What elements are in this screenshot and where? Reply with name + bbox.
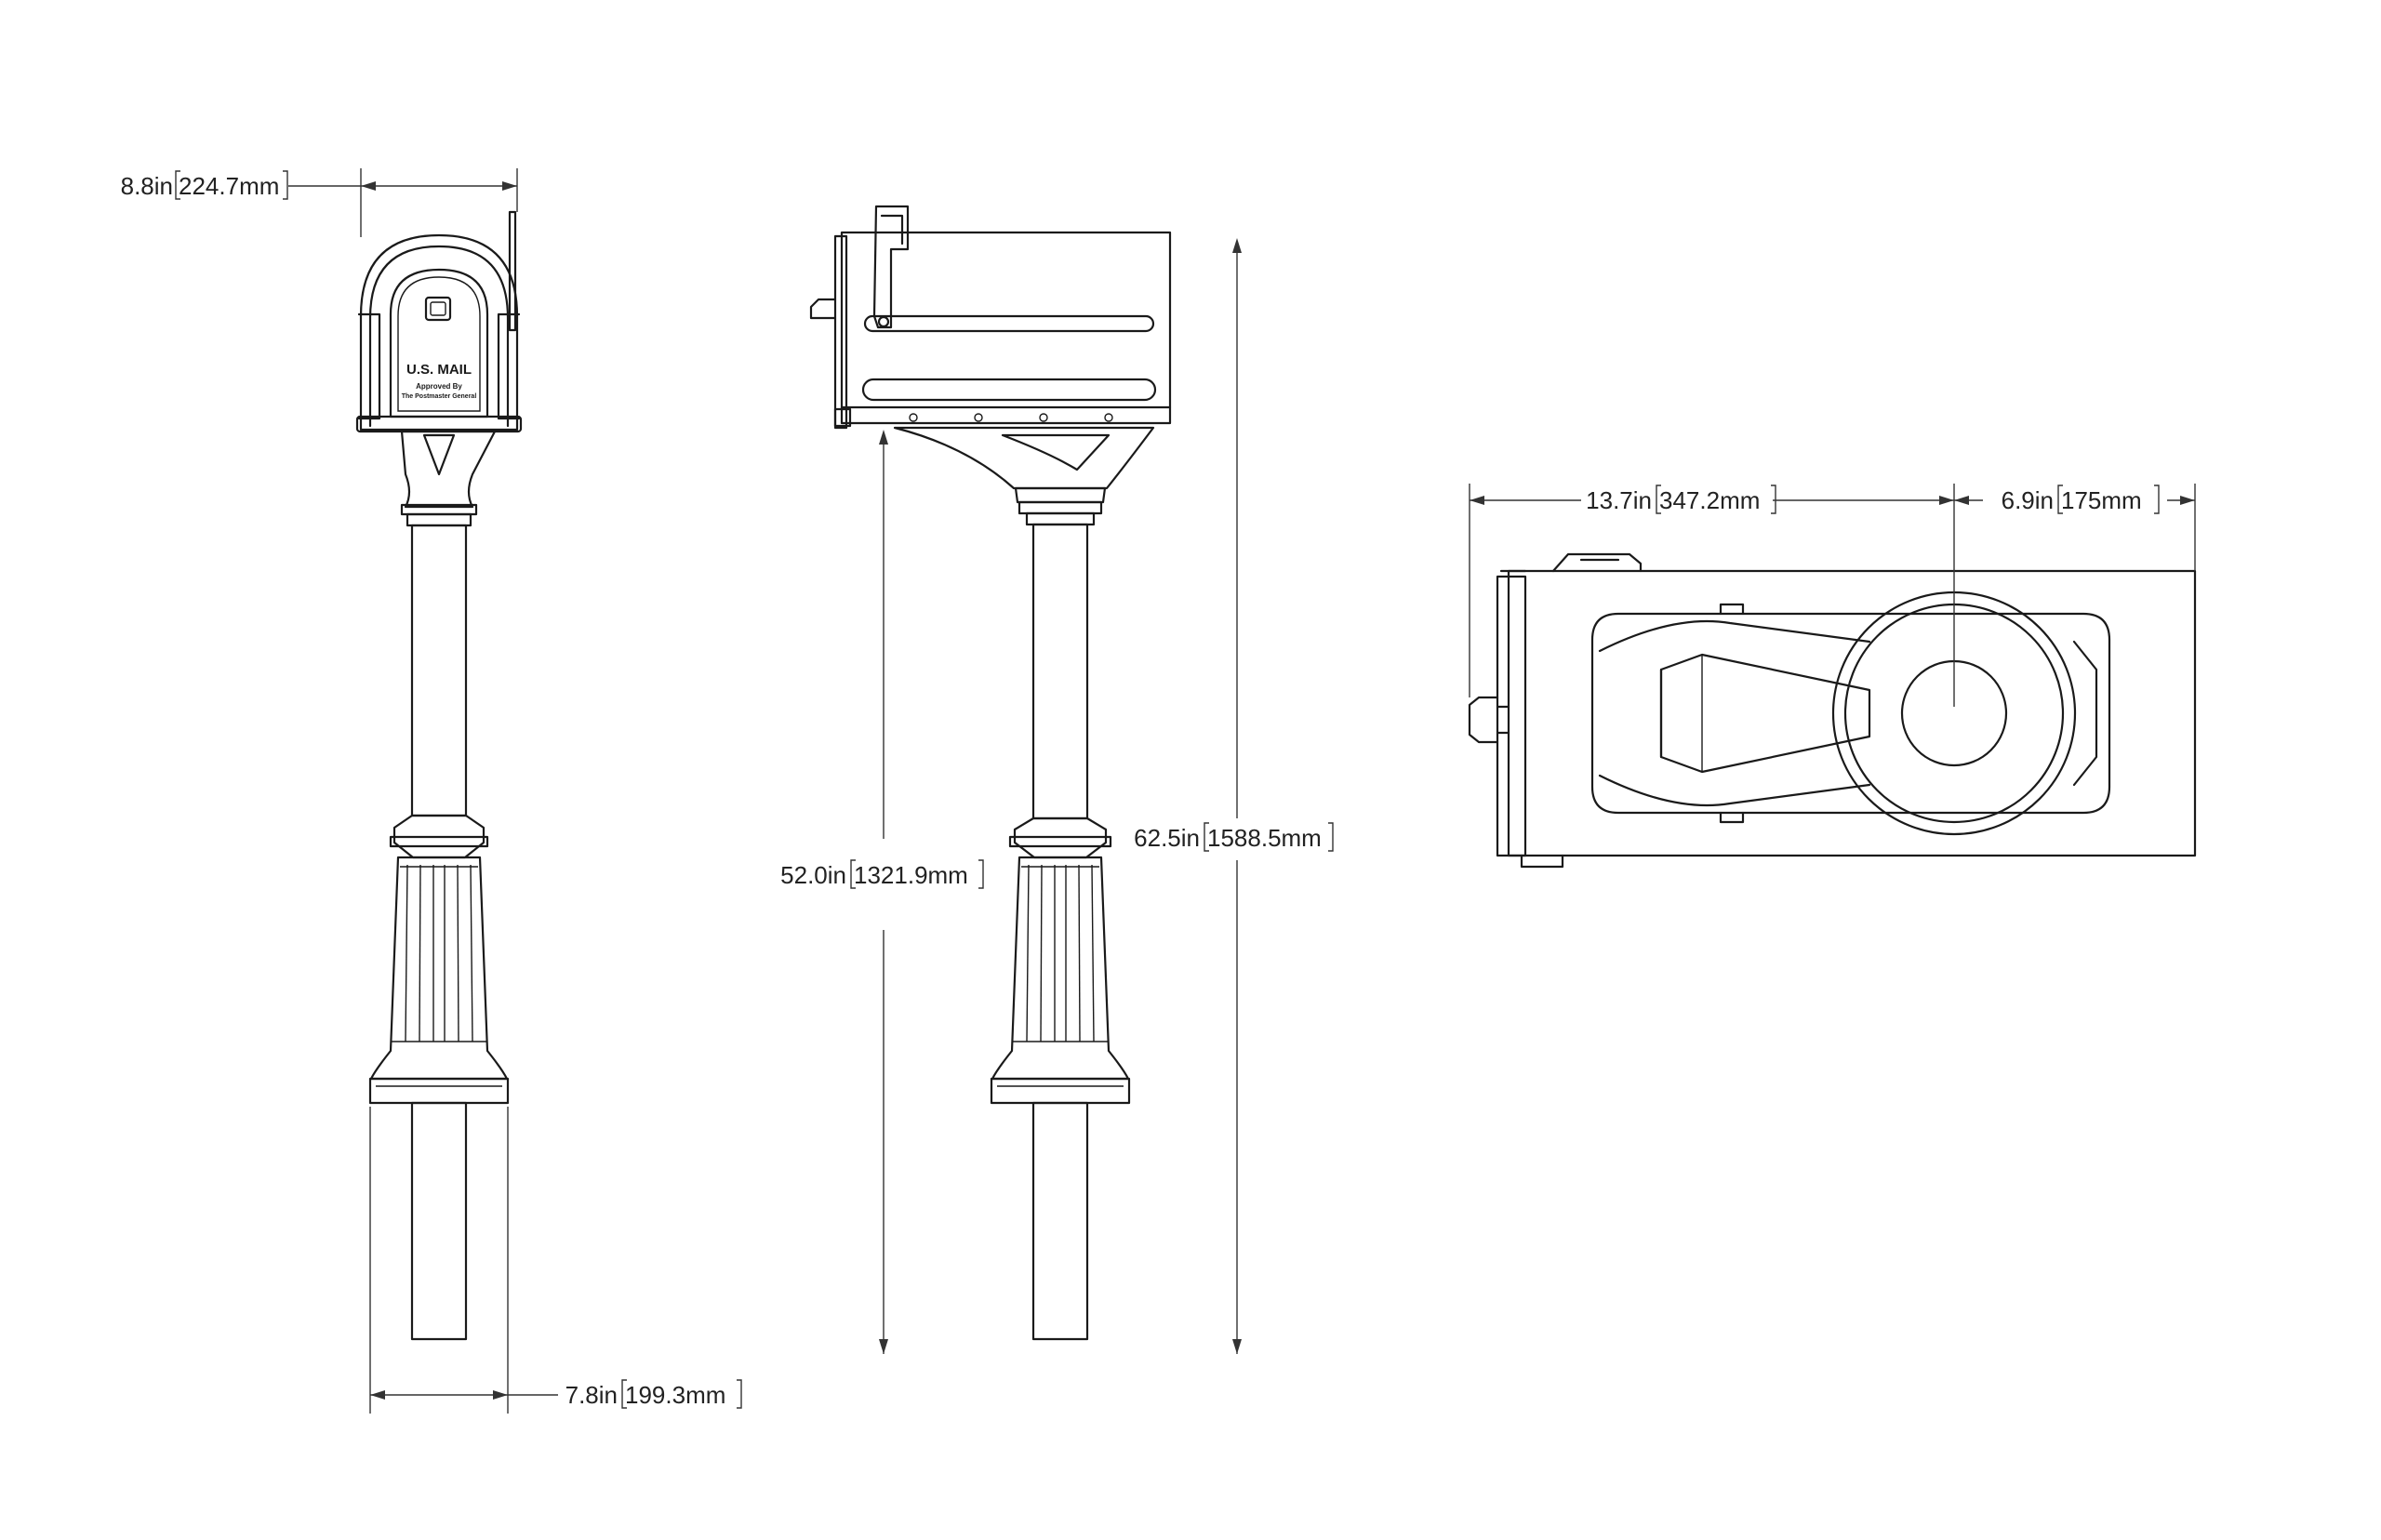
dim-overall-height: 62.5in 1588.5mm	[1134, 238, 1334, 1354]
side-post-shaft	[1031, 523, 1089, 820]
side-ground-stake	[1031, 1101, 1089, 1341]
dim-top-offset-mm: 175mm	[2061, 486, 2142, 514]
dim-top-length-inch: 13.7in	[1586, 486, 1652, 514]
side-view	[809, 205, 1172, 1341]
door-title: U.S. MAIL	[406, 362, 472, 378]
dim-overall-height-mm: 1588.5mm	[1207, 824, 1322, 852]
top-view	[1468, 552, 2197, 869]
front-mailbox-body	[359, 233, 519, 431]
side-door-handle-icon	[809, 298, 837, 320]
top-view-outline	[1507, 569, 2197, 857]
door-line2: The Postmaster General	[402, 393, 477, 400]
dim-box-height: 52.0in 1321.9mm	[780, 430, 984, 1354]
front-bracket	[400, 430, 497, 509]
dim-box-height-inch: 52.0in	[780, 861, 846, 889]
side-mailbox-body	[840, 231, 1172, 425]
front-ground-stake	[410, 1101, 468, 1341]
door-latch-icon	[424, 296, 452, 322]
side-bracket-arm	[893, 426, 1155, 490]
top-door-handle-icon	[1468, 696, 1499, 744]
front-mailbox-door	[389, 268, 489, 418]
side-flag	[872, 205, 910, 329]
dim-top-width: 8.8in 224.7mm	[121, 168, 518, 237]
dim-base-width-inch: 7.8in	[565, 1381, 618, 1409]
dim-base-width: 7.8in 199.3mm	[369, 1107, 742, 1414]
top-bracket-arms	[1659, 653, 1871, 774]
front-fluted-base	[369, 856, 509, 1081]
dim-base-width-mm: 199.3mm	[625, 1381, 725, 1409]
top-base-plate	[1590, 612, 2111, 815]
dim-overall-height-inch: 62.5in	[1134, 824, 1200, 852]
door-line1: Approved By	[416, 382, 462, 391]
front-view: U.S. MAIL Approved By The Postmaster Gen…	[355, 210, 523, 1341]
dim-top-length: 13.7in 347.2mm	[1469, 484, 1955, 707]
dim-box-height-mm: 1321.9mm	[854, 861, 968, 889]
dim-top-width-inch: 8.8in	[121, 172, 173, 200]
dim-top-offset-inch: 6.9in	[2002, 486, 2054, 514]
front-post-shaft	[410, 524, 468, 817]
dim-top-offset: 6.9in 175mm	[1954, 484, 2196, 571]
dim-top-width-mm: 224.7mm	[179, 172, 279, 200]
dim-top-length-mm: 347.2mm	[1659, 486, 1760, 514]
side-fluted-base	[991, 856, 1130, 1081]
